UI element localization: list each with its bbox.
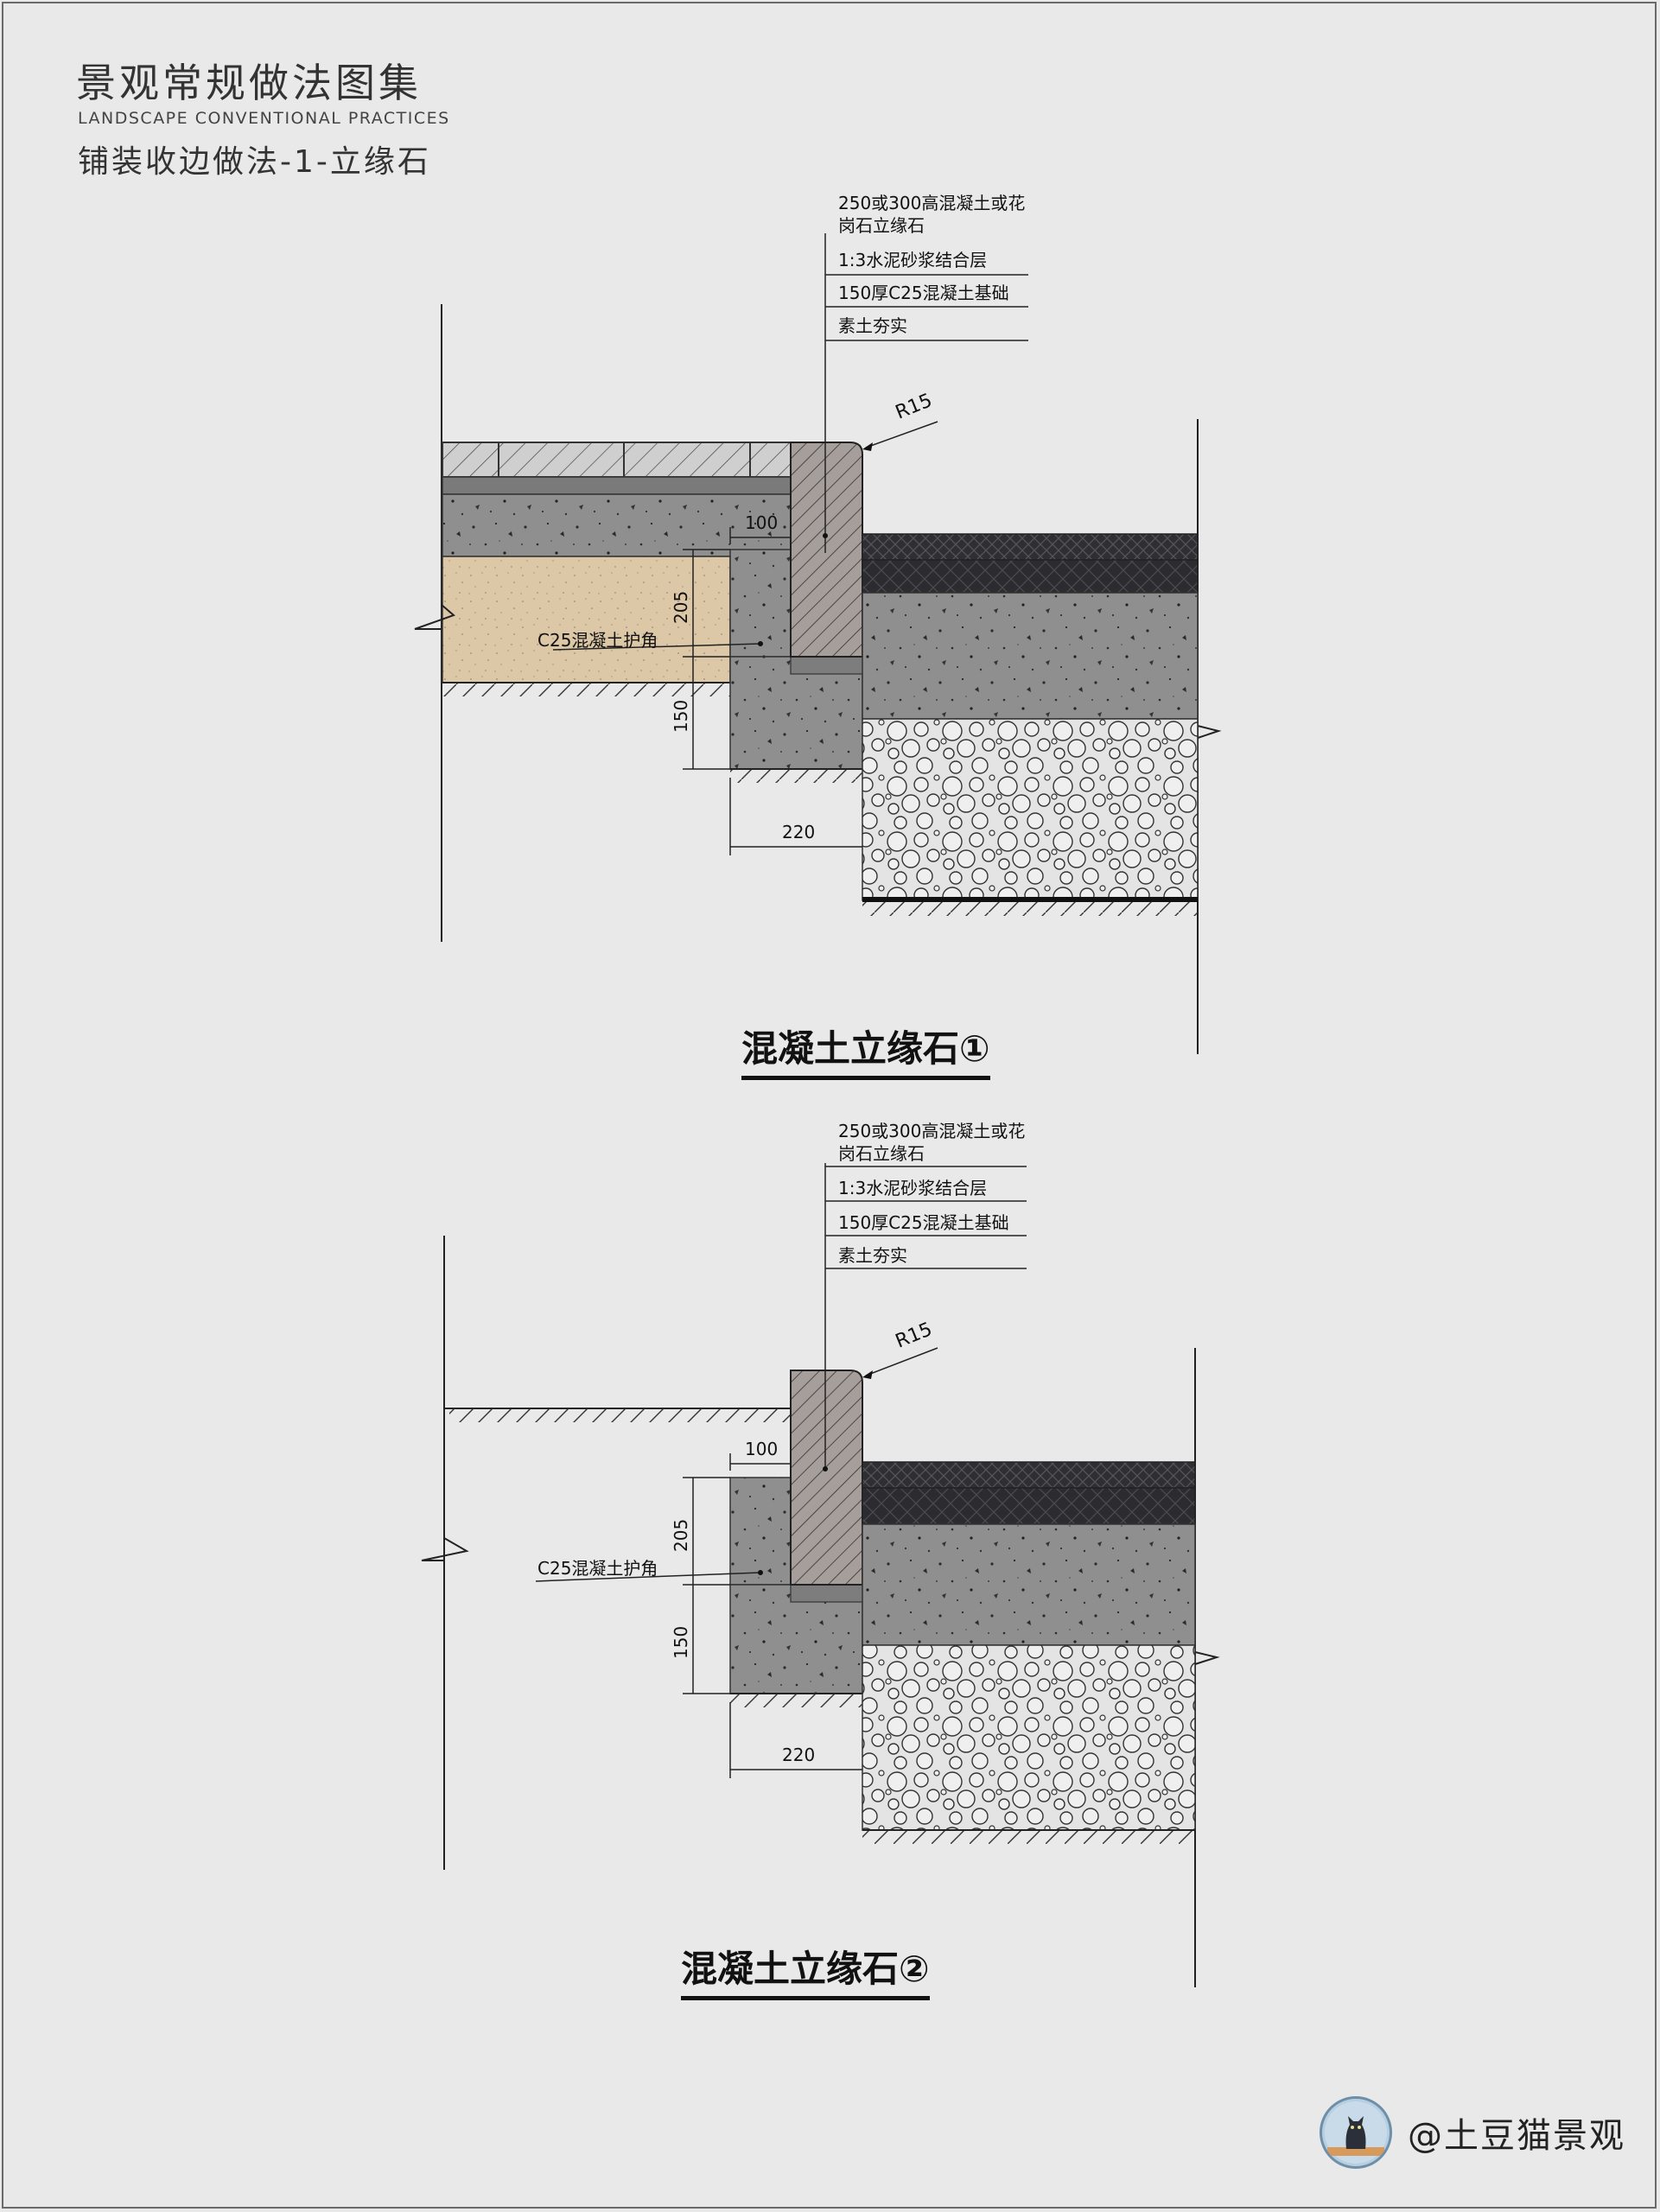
d2-callout-line1: 250或300高混凝土或花 [838, 1121, 1025, 1141]
d2-dim-150: 150 [671, 1626, 691, 1659]
d2-callout-mortar: 1:3水泥砂浆结合层 [838, 1178, 987, 1198]
detail-1-labels: 250或300高混凝土或花 岗石立缘石 1:3水泥砂浆结合层 150厚C25混凝… [537, 193, 1025, 842]
cat-logo-icon [1320, 2096, 1392, 2169]
brand-text: @土豆猫景观 [1408, 2116, 1625, 2156]
detail-2 [421, 1163, 1220, 1987]
d2-callout-soil: 素土夯实 [838, 1245, 907, 1266]
sheet-title: 景观常规做法图集 [76, 60, 422, 106]
d1-dim-150: 150 [671, 700, 691, 733]
detail-1 [414, 233, 1222, 1054]
d2-dim-220: 220 [782, 1745, 815, 1765]
d2-callout-line2: 岗石立缘石 [838, 1143, 925, 1164]
d1-callout-line1: 250或300高混凝土或花 [838, 193, 1025, 213]
d1-callout-line2: 岗石立缘石 [838, 215, 925, 236]
d2-radius-label: R15 [893, 1319, 935, 1352]
d2-dim-100: 100 [745, 1439, 778, 1459]
d1-haunch-label: C25混凝土护角 [537, 630, 658, 651]
detail-1-caption: 混凝土立缘石① [741, 1020, 990, 1080]
d1-dim-220: 220 [782, 822, 815, 842]
d1-dim-100: 100 [745, 512, 778, 533]
brand-watermark: @土豆猫景观 [1320, 2096, 1625, 2169]
d2-dim-205: 205 [671, 1519, 691, 1552]
d2-callout-foundation: 150厚C25混凝土基础 [838, 1212, 1009, 1233]
detail-2-caption: 混凝土立缘石② [681, 1940, 930, 2000]
d1-callout-soil: 素土夯实 [838, 315, 907, 336]
sheet-subtitle-en: LANDSCAPE CONVENTIONAL PRACTICES [78, 109, 450, 128]
d1-callout-mortar: 1:3水泥砂浆结合层 [838, 250, 987, 270]
d1-callout-foundation: 150厚C25混凝土基础 [838, 283, 1009, 303]
d1-radius-label: R15 [893, 390, 935, 423]
sheet-subtitle: 铺装收边做法-1-立缘石 [78, 144, 431, 180]
d1-dim-205: 205 [671, 591, 691, 624]
d2-haunch-label: C25混凝土护角 [537, 1558, 658, 1579]
